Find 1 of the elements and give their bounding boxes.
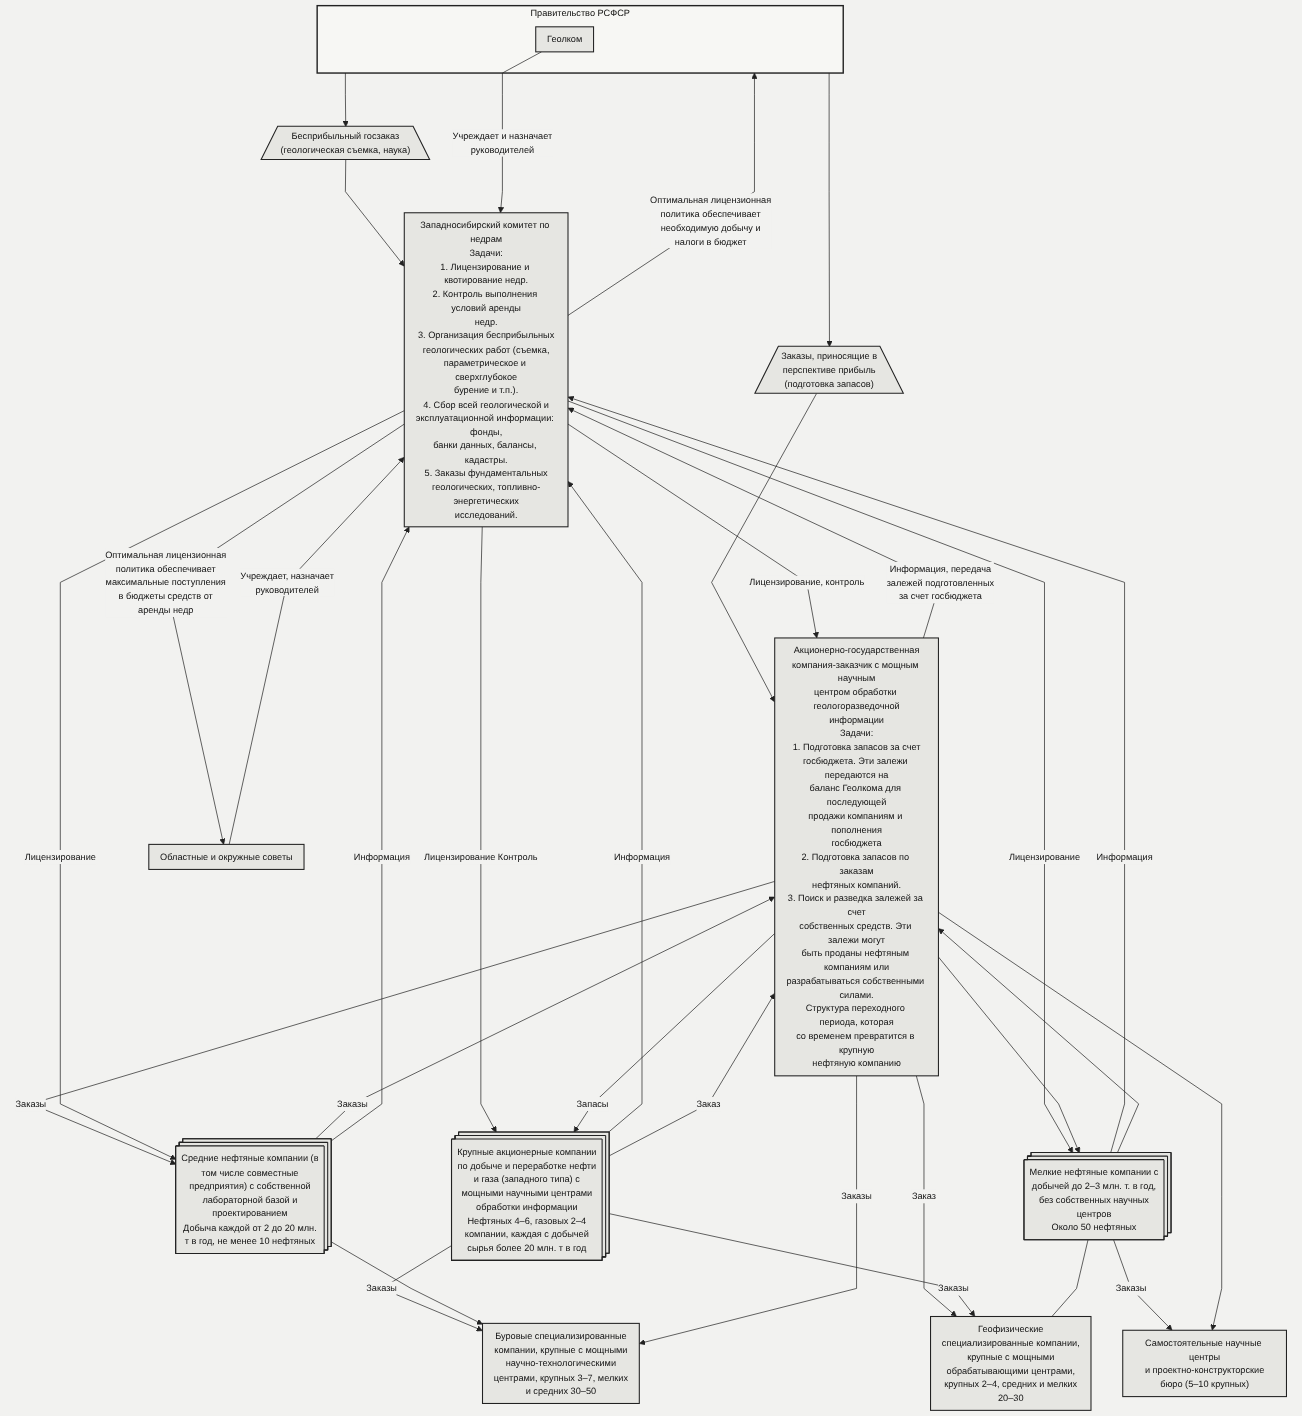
connector xyxy=(1051,1239,1089,1317)
